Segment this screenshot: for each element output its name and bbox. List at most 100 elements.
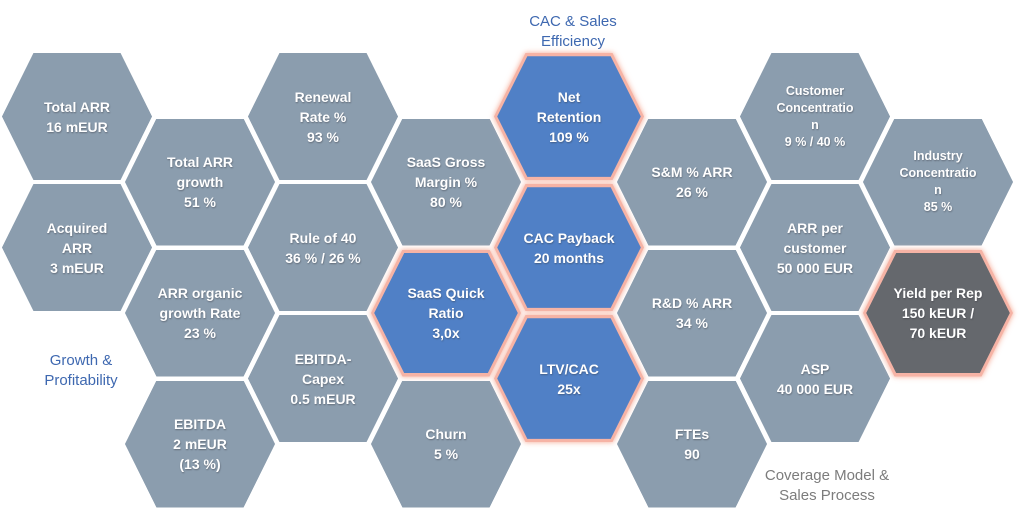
hexagon-shape — [248, 315, 398, 442]
hexagon-fill — [617, 118, 767, 246]
metric-text-line: 109 % — [549, 128, 589, 145]
hexagon-shape — [125, 249, 275, 377]
metric-text-line: ARR — [61, 239, 93, 256]
metric-text-line: EBITDA — [173, 416, 227, 432]
metric-text-line: 93 % — [307, 128, 339, 145]
hexagon-fill — [740, 315, 890, 442]
metric-text-line: 5 % — [433, 446, 459, 462]
metric-label: Yield per Rep 150 kEUR / 70 kEUR — [863, 250, 1013, 377]
hexagon-fill — [866, 252, 1010, 374]
hexagon-shape — [125, 118, 275, 246]
hexagon-shape — [248, 53, 398, 180]
hexagon-shape — [494, 53, 644, 180]
metric-text-line: Acquired — [46, 219, 108, 236]
metric-text-line: n — [811, 117, 819, 132]
hexagon-fill — [2, 184, 152, 311]
section-label-line: Profitability — [44, 372, 118, 389]
hexagon-shape — [371, 118, 521, 246]
hexagon-shape — [863, 249, 1013, 377]
hexagon-shape — [2, 184, 152, 311]
metric-text-line: 36 % / 26 % — [285, 249, 361, 266]
metric-text-line: Yield per Rep — [893, 285, 983, 301]
hexagon-shape — [863, 118, 1013, 246]
section-label-cac-sales-efficiency: CAC & Sales Efficiency — [473, 12, 673, 52]
metric-text-line: 16 mEUR — [46, 118, 108, 135]
metric-text-line: Total ARR — [43, 98, 111, 115]
hexagon-shape — [2, 53, 152, 180]
metric-text-line: 90 — [684, 446, 700, 462]
hexagon-shape — [494, 184, 644, 311]
metric-text-line: EBITDA- — [294, 350, 352, 367]
hexagon-shape — [371, 380, 521, 508]
metric-text-line: 150 kEUR / — [901, 305, 975, 321]
metric-text-line: R&D % ARR — [651, 295, 733, 311]
metric-text-line: ARR per — [786, 219, 843, 236]
metric-text-line: SaaS Gross — [406, 154, 486, 170]
hexagon-fill — [374, 252, 518, 374]
section-label-line: Coverage Model & — [764, 467, 890, 484]
hexagon-yield-per-rep: Yield per Rep 150 kEUR / 70 kEUR — [863, 249, 1013, 377]
metric-text-line: 3,0x — [432, 325, 460, 341]
metric-text-line: Customer — [785, 83, 845, 98]
hexagon-fill — [248, 184, 398, 311]
metric-text-line: growth Rate — [159, 305, 241, 321]
section-label-line: CAC & Sales — [529, 13, 617, 30]
hexagon-shape — [740, 315, 890, 442]
section-label-coverage-model-sales-process: Coverage Model & Sales Process — [727, 466, 927, 506]
metric-text-line: 80 % — [430, 194, 462, 210]
metric-text-line: 2 mEUR — [173, 436, 227, 452]
section-label-growth-profitability: Growth & Profitability — [1, 351, 161, 391]
hexagon-fill — [863, 118, 1013, 246]
hexagon-shape — [494, 315, 644, 442]
metric-text-line: 9 % / 40 % — [784, 134, 846, 149]
metric-text-line: Net — [557, 88, 581, 105]
metric-text-line: 70 kEUR — [909, 325, 967, 341]
hexagon-shape — [740, 184, 890, 311]
hexagon-fill — [371, 118, 521, 246]
metric-text-line: Capex — [301, 370, 345, 387]
section-label-line: Growth & — [49, 352, 113, 369]
hexagon-fill — [497, 318, 641, 439]
hexagon-arr-per-customer: ARR per customer 50 000 EUR — [740, 184, 890, 311]
metric-text-line: 50 000 EUR — [776, 259, 854, 276]
hexagon-fill — [371, 380, 521, 508]
metric-text-line: LTV/CAC — [539, 360, 599, 377]
metric-text-line: 85 % — [923, 200, 953, 214]
hexagon-fill — [617, 380, 767, 508]
metric-text-line: 40 000 EUR — [776, 380, 854, 397]
metric-text-line: Concentratio — [776, 100, 854, 115]
section-label-line: Efficiency — [541, 33, 605, 50]
hexagon-fill — [497, 56, 641, 177]
hexagon-fill — [248, 53, 398, 180]
hexagon-shape — [248, 184, 398, 311]
metric-text-line: Retention — [536, 108, 602, 125]
hexagon-fill — [125, 118, 275, 246]
hexagon-fill — [497, 187, 641, 308]
hexagon-fill — [125, 380, 275, 508]
metric-text-line: customer — [783, 239, 847, 256]
hexagon-fill — [248, 315, 398, 442]
metric-text-line: CAC Payback — [523, 229, 615, 246]
hexagon-shape — [617, 249, 767, 377]
section-label-line: Sales Process — [779, 487, 875, 504]
